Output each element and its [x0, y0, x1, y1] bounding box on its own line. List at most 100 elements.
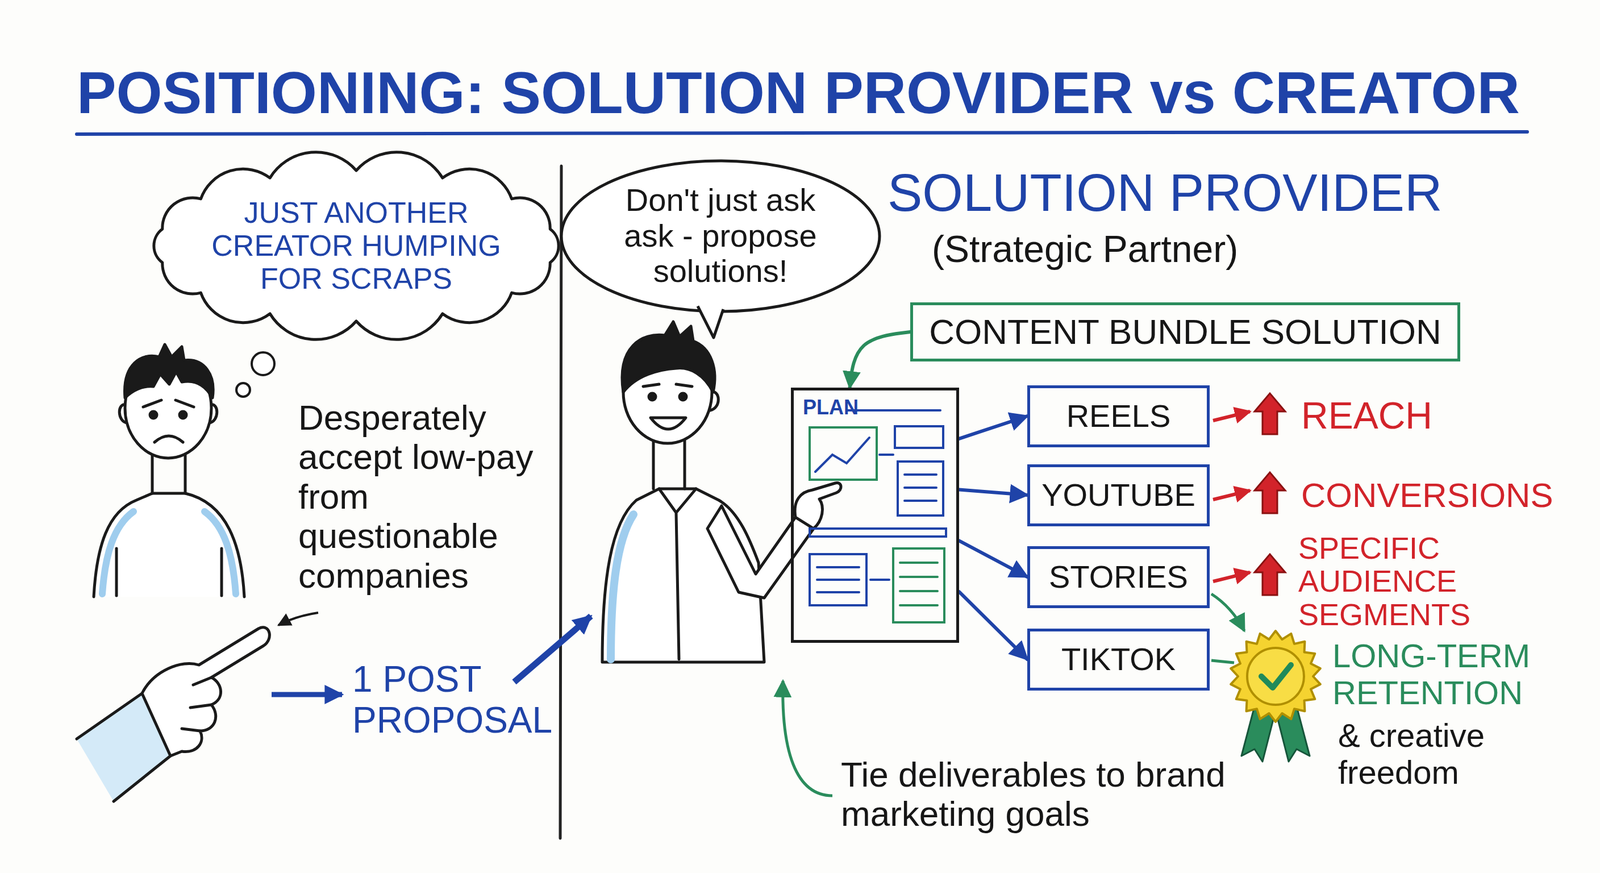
plan-document: PLAN — [790, 387, 960, 643]
retention-label: LONG-TERM RETENTION — [1332, 637, 1583, 712]
text-block: YOUTUBE — [1041, 477, 1196, 514]
presenter — [602, 321, 841, 662]
bubble-tail — [697, 305, 724, 337]
plan-sketch — [846, 409, 941, 412]
text-block: Don't just ask ask - propose solutions! — [606, 182, 835, 290]
subheading: (Strategic Partner) — [931, 228, 1239, 271]
text-block: REELS — [1066, 398, 1172, 435]
title-underline — [76, 131, 1528, 135]
thought-dots — [236, 382, 250, 397]
presenter — [794, 482, 841, 529]
connector-arrow — [959, 489, 1028, 495]
connector-arrow — [959, 415, 1028, 439]
plan-sketch — [893, 548, 945, 623]
node-text: JUST ANOTHER CREATOR HUMPING FOR SCRAPS — [202, 196, 510, 296]
node-text: REELS — [1066, 398, 1172, 435]
channel-box: STORIES — [1027, 546, 1210, 608]
leader-arrow — [278, 612, 319, 625]
text-block: CONTENT BUNDLE SOLUTION — [928, 311, 1441, 352]
cloud-outline — [153, 151, 559, 340]
pointing-hand — [76, 627, 270, 802]
channel-box: TIKTOK — [1027, 628, 1210, 691]
proposal-arrow — [271, 692, 343, 698]
goal-arrow — [782, 680, 833, 796]
connector-arrow — [959, 540, 1028, 577]
outcome-arrows — [1254, 393, 1286, 435]
award-badge — [1230, 630, 1321, 762]
outcome-label: REACH — [1301, 394, 1433, 437]
section-heading: SOLUTION PROVIDER — [887, 163, 1443, 223]
thought-dots — [251, 352, 275, 375]
presenter — [643, 384, 693, 387]
presenter — [653, 437, 685, 489]
outcome-arrows — [1213, 411, 1250, 421]
node-text: PLAN — [802, 396, 859, 419]
plan-sketch — [815, 437, 870, 472]
outcome-arrows — [1213, 490, 1250, 500]
sad-creator — [93, 344, 245, 597]
proposal-label: 1 POST PROPOSAL — [352, 659, 569, 741]
sad-creator — [154, 435, 183, 443]
sad-creator — [143, 400, 194, 407]
plan-sketch — [904, 474, 937, 501]
outcome-arrows — [1254, 553, 1286, 595]
note-text: & creative freedom — [1338, 717, 1532, 791]
text-block: PLAN — [802, 396, 859, 419]
sad-creator — [179, 411, 187, 419]
plan-sketch — [809, 427, 877, 480]
pointing-hand — [142, 627, 270, 756]
node-text: YOUTUBE — [1041, 477, 1196, 514]
plan-sketch — [809, 410, 947, 623]
presenter — [659, 488, 697, 660]
award-badge — [1247, 647, 1304, 705]
plan-sketch — [900, 562, 938, 606]
outcome-label: SPECIFIC AUDIENCE SEGMENTS — [1298, 531, 1594, 631]
presenter — [679, 393, 687, 400]
divider-line — [560, 165, 562, 839]
title: POSITIONING: SOLUTION PROVIDER vs CREATO… — [76, 59, 1520, 127]
note-text: Tie deliverables to brand marketing goal… — [840, 754, 1239, 834]
upgrade-arrow — [514, 615, 591, 682]
node-text: CONTENT BUNDLE SOLUTION — [928, 311, 1441, 352]
plan-sketch — [809, 553, 867, 606]
pointing-hand — [181, 677, 212, 731]
node-text: STORIES — [1048, 559, 1189, 595]
connector-arrow — [850, 331, 911, 388]
award-badge — [1230, 630, 1321, 722]
node-text: Don't just ask ask - propose solutions! — [606, 182, 835, 290]
plan-sketch — [879, 453, 894, 456]
plan-sketch — [870, 578, 890, 581]
plan-sketch — [897, 461, 944, 516]
plan-sketch — [809, 528, 947, 537]
outcome-arrows — [1213, 572, 1250, 582]
note-text: Desperately accept low-pay from question… — [298, 397, 566, 595]
presenter — [622, 321, 715, 393]
sad-creator — [116, 548, 222, 596]
bubble-outline — [561, 160, 880, 312]
plan-sketch — [894, 426, 944, 448]
outcome-label: CONVERSIONS — [1301, 476, 1553, 515]
presenter — [650, 417, 686, 429]
speech-bubble: Don't just ask ask - propose solutions! — [559, 158, 882, 314]
sad-creator — [93, 493, 245, 597]
solution-box: CONTENT BUNDLE SOLUTION — [910, 302, 1461, 362]
award-badge — [1261, 664, 1291, 688]
connector-arrow — [959, 591, 1028, 660]
text-block: JUST ANOTHER CREATOR HUMPING FOR SCRAPS — [202, 196, 510, 296]
plan-sketch — [817, 567, 860, 593]
outcome-arrows — [1211, 393, 1286, 663]
thought-dots — [236, 352, 275, 397]
sad-creator — [150, 411, 157, 419]
bubble-tail — [697, 305, 724, 337]
sad-creator — [125, 344, 214, 398]
text-block: STORIES — [1048, 559, 1189, 595]
presenter — [610, 514, 634, 660]
node-text: TIKTOK — [1061, 641, 1176, 678]
channel-box: YOUTUBE — [1027, 464, 1210, 527]
outcome-arrows — [1211, 593, 1245, 631]
outcome-arrows — [1254, 472, 1286, 514]
text-block: TIKTOK — [1061, 641, 1176, 678]
outcome-arrows — [1211, 660, 1235, 663]
channel-box: REELS — [1027, 385, 1210, 448]
